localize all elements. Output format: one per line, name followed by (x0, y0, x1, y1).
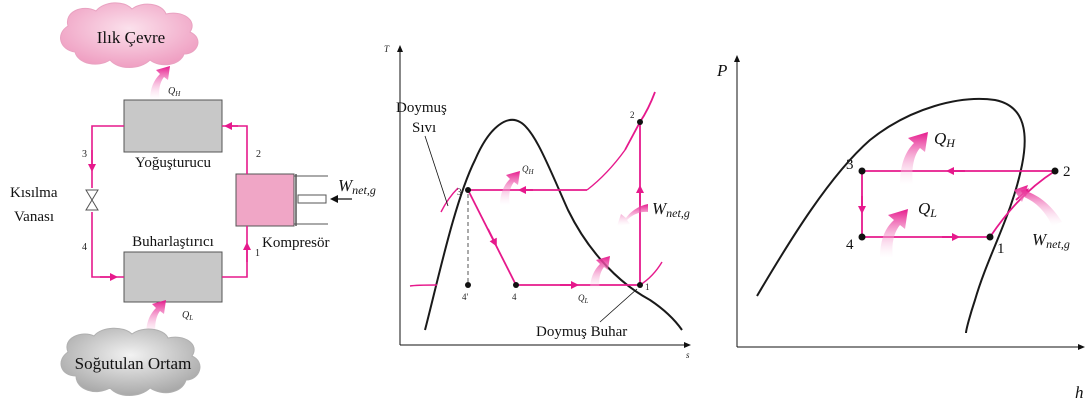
ph-ql-label: QL (918, 199, 937, 220)
cold-environment-label: Soğutulan Ortam (75, 354, 192, 373)
schematic-state-4: 4 (82, 242, 87, 253)
schematic-state-2: 2 (256, 149, 261, 160)
qh-heat-arrow (150, 66, 170, 100)
ts-qh-arrow (500, 171, 520, 205)
cycle-schematic: Ilık Çevre QH Yoğuşturucu Buharlaştırıcı… (10, 2, 376, 396)
ph-qh-label: QH (934, 129, 956, 150)
compressor (235, 173, 328, 227)
cold-environment-cloud: Soğutulan Ortam (60, 327, 201, 396)
ts-sat-vapor-label: Doymuş Buhar (536, 324, 627, 340)
ts-sat-liquid-label-2: Sıvı (412, 120, 436, 136)
work-input-label: Wnet,g (338, 176, 376, 197)
ts-point-4prime: 4' (462, 292, 469, 302)
flow-arrows (88, 122, 251, 281)
ph-point-2: 2 (1063, 164, 1071, 180)
evaporator-label: Buharlaştırıcı (132, 234, 214, 250)
ts-diagram: T s (384, 44, 691, 360)
ph-points (858, 167, 1059, 241)
ql-label: QL (182, 310, 193, 322)
ts-work-arrow (617, 204, 648, 226)
ph-saturation-dome (756, 98, 1026, 334)
ts-point-2: 2 (630, 110, 635, 120)
ts-point-4: 4 (512, 292, 517, 302)
valve-label-line1: Kısılma (10, 185, 58, 201)
warm-environment-label: Ilık Çevre (97, 28, 165, 47)
expansion-valve (85, 189, 99, 211)
ts-work-label: Wnet,g (652, 199, 690, 220)
condenser-label: Yoğuşturucu (135, 155, 211, 171)
ts-cycle (467, 91, 656, 286)
ts-qh-label: QH (522, 164, 535, 176)
ph-point-3: 3 (846, 157, 854, 173)
ph-x-axis-label: h (1075, 383, 1084, 402)
ph-work-label: Wnet,g (1032, 230, 1070, 251)
ts-point-1: 1 (645, 282, 650, 292)
qh-label: QH (168, 86, 181, 98)
ts-point-3: 3 (457, 187, 462, 197)
ph-y-axis-label: P (716, 61, 727, 80)
ts-x-axis-label: s (686, 350, 690, 360)
ts-sat-liquid-label-1: Doymuş (396, 100, 447, 116)
schematic-state-1: 1 (255, 248, 260, 259)
ph-point-4: 4 (846, 237, 854, 253)
ph-cycle-arrows (858, 167, 1029, 241)
ph-work-arrow (1014, 185, 1062, 226)
ts-ql-arrow (590, 256, 610, 290)
ts-cycle-arrows (487, 185, 644, 289)
ts-y-axis-label: T (384, 44, 390, 54)
ts-ql-label: QL (578, 293, 589, 305)
valve-label-line2: Vanası (14, 209, 54, 225)
ts-sat-liquid-leader (424, 135, 449, 207)
compressor-label: Kompresör (262, 235, 330, 251)
evaporator-box (123, 251, 223, 303)
warm-environment-cloud: Ilık Çevre (60, 2, 199, 68)
ph-diagram: P h 1 2 3 4 QH QL (716, 55, 1085, 402)
ph-point-1: 1 (997, 241, 1005, 257)
condenser-box (123, 99, 223, 153)
ts-saturation-dome (424, 118, 683, 331)
ph-ql-arrow (880, 209, 908, 258)
schematic-state-3: 3 (82, 149, 87, 160)
ph-qh-arrow (900, 132, 928, 185)
ql-heat-arrow (146, 300, 166, 336)
ts-sat-vapor-leader (599, 288, 638, 323)
ts-points (465, 119, 643, 288)
